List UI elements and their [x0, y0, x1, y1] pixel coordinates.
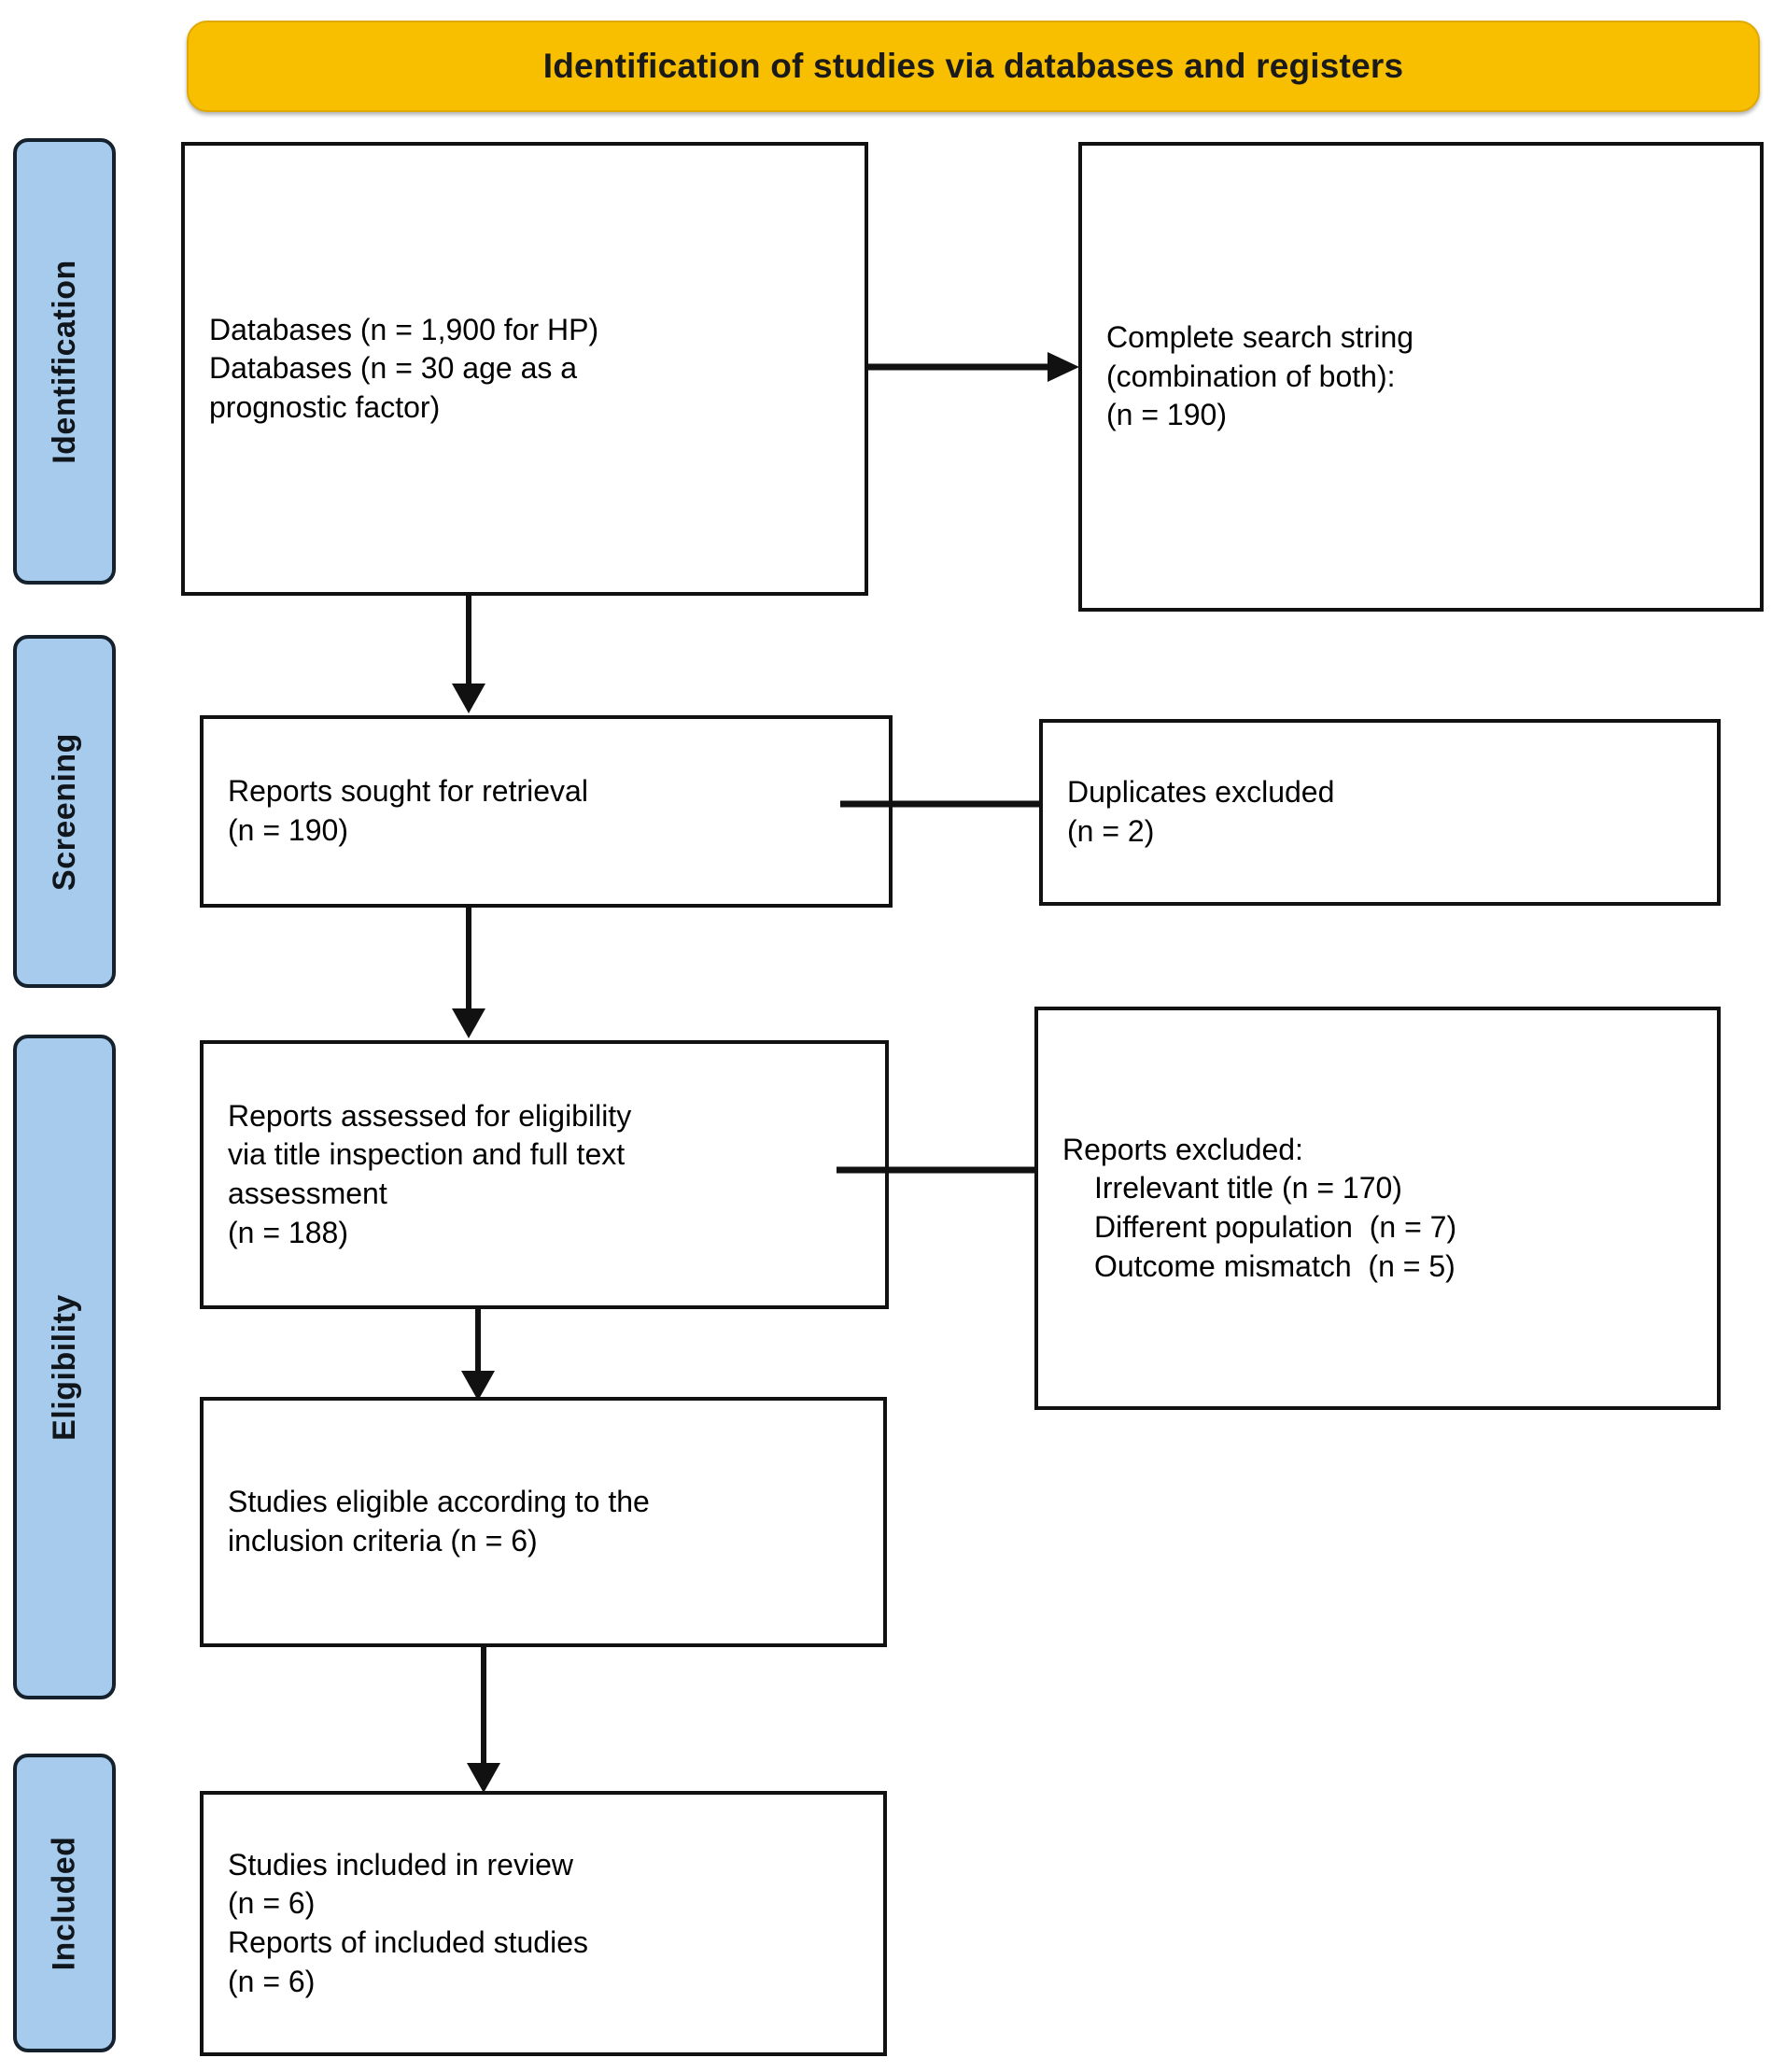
box-reports-sought: Reports sought for retrieval (n = 190)	[200, 715, 893, 908]
box-studies-included-line-1: Studies included in review	[228, 1847, 573, 1882]
phase-banner-title: Identification of studies via databases …	[542, 47, 1404, 85]
box-search-string-line-3: (n = 190)	[1106, 398, 1227, 432]
stage-pill-identification: Identification	[13, 138, 116, 585]
stage-label-identification: Identification	[46, 259, 82, 464]
box-reports-excluded: Reports excluded: Irrelevant title (n = …	[1034, 1007, 1721, 1410]
box-databases-line-1: Databases (n = 1,900 for HP)	[209, 312, 599, 346]
box-reports-excluded-text: Reports excluded: Irrelevant title (n = …	[1038, 1131, 1717, 1286]
box-reports-sought-text: Reports sought for retrieval (n = 190)	[204, 772, 889, 850]
box-duplicates-line-1: Duplicates excluded	[1067, 775, 1335, 810]
box-studies-included-text: Studies included in review (n = 6) Repor…	[204, 1846, 883, 2001]
stage-label-eligibility: Eligibility	[46, 1293, 82, 1441]
box-studies-eligible-line-1: Studies eligible according to the	[228, 1485, 650, 1519]
box-studies-included-line-4: (n = 6)	[228, 1964, 316, 1998]
connector-databases-to-reports-sought	[448, 596, 489, 715]
box-studies-included: Studies included in review (n = 6) Repor…	[200, 1791, 887, 2056]
box-complete-search-string: Complete search string (combination of b…	[1078, 142, 1764, 612]
box-reports-assessed-line-1: Reports assessed for eligibility	[228, 1098, 632, 1133]
box-reports-excluded-heading: Reports excluded:	[1062, 1132, 1303, 1166]
box-reports-assessed-text: Reports assessed for eligibility via tit…	[204, 1097, 885, 1252]
stage-pill-eligibility: Eligibility	[13, 1035, 116, 1699]
box-search-string-line-1: Complete search string	[1106, 320, 1414, 355]
connector-studies-eligible-to-studies-included	[463, 1647, 504, 1795]
box-duplicates-excluded-text: Duplicates excluded (n = 2)	[1043, 773, 1717, 851]
stage-label-included: Included	[46, 1836, 82, 1970]
box-reports-assessed-line-2: via title inspection and full text	[228, 1137, 626, 1172]
box-reports-sought-line-1: Reports sought for retrieval	[228, 774, 588, 809]
box-reports-excluded-item-2: Different population (n = 7)	[1094, 1210, 1457, 1244]
box-studies-eligible-line-2: inclusion criteria (n = 6)	[228, 1524, 538, 1558]
box-databases-line-2: Databases (n = 30 age as a	[209, 351, 578, 386]
phase-banner-identification: Identification of studies via databases …	[187, 21, 1760, 112]
box-databases-line-3: prognostic factor)	[209, 389, 441, 424]
box-databases-text: Databases (n = 1,900 for HP) Databases (…	[185, 311, 865, 428]
box-reports-sought-line-2: (n = 190)	[228, 813, 348, 847]
connector-reports-sought-to-reports-assessed	[448, 908, 489, 1040]
connector-reports-assessed-to-studies-eligible	[457, 1309, 499, 1402]
box-studies-eligible-text: Studies eligible according to the inclus…	[204, 1483, 883, 1560]
box-reports-excluded-item-1: Irrelevant title (n = 170)	[1094, 1171, 1402, 1205]
connector-databases-to-search-string	[868, 348, 1081, 386]
box-complete-search-string-text: Complete search string (combination of b…	[1082, 318, 1760, 435]
box-search-string-line-2: (combination of both):	[1106, 359, 1396, 393]
box-studies-included-line-2: (n = 6)	[228, 1886, 316, 1921]
box-studies-eligible: Studies eligible according to the inclus…	[200, 1397, 887, 1647]
box-reports-assessed-line-4: (n = 188)	[228, 1215, 348, 1249]
box-reports-assessed: Reports assessed for eligibility via tit…	[200, 1040, 889, 1309]
box-studies-included-line-3: Reports of included studies	[228, 1925, 588, 1959]
stage-pill-screening: Screening	[13, 635, 116, 988]
stage-label-screening: Screening	[46, 732, 82, 891]
box-duplicates-line-2: (n = 2)	[1067, 814, 1155, 848]
stage-pill-included: Included	[13, 1754, 116, 2052]
box-reports-excluded-item-3: Outcome mismatch (n = 5)	[1094, 1248, 1456, 1283]
box-reports-assessed-line-3: assessment	[228, 1177, 387, 1210]
box-databases: Databases (n = 1,900 for HP) Databases (…	[181, 142, 868, 596]
box-duplicates-excluded: Duplicates excluded (n = 2)	[1039, 719, 1721, 906]
